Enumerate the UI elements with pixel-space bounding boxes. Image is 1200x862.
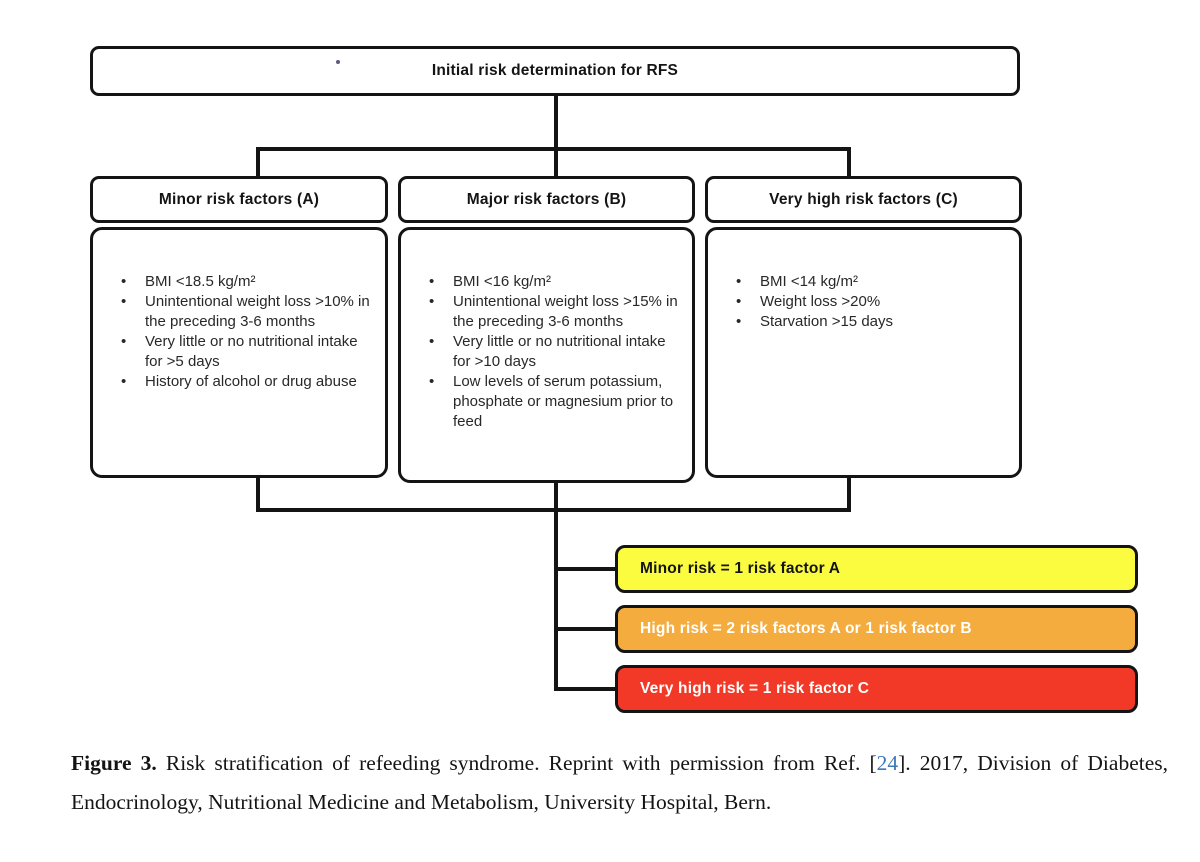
bullet-item: History of alcohol or drug abuse (115, 372, 377, 392)
bullet-item: Very little or no nutritional intake for… (423, 332, 684, 372)
header-label-minor: Minor risk factors (A) (158, 190, 320, 208)
header-node-major-risk: Major risk factors (B) (398, 176, 695, 223)
connector-stub-minor-risk (554, 567, 615, 571)
bullet-item: Weight loss >20% (730, 292, 1011, 312)
bullet-item: Low levels of serum potassium, phosphate… (423, 372, 684, 432)
header-node-very-high-risk: Very high risk factors (C) (705, 176, 1022, 223)
body-node-minor-risk: BMI <18.5 kg/m²Unintentional weight loss… (90, 227, 388, 478)
connector-up-c (847, 478, 851, 512)
body-node-very-high-risk: BMI <14 kg/m²Weight loss >20%Starvation … (705, 227, 1022, 478)
connector-stub-high-risk (554, 627, 615, 631)
connector-drop-a (256, 147, 260, 178)
stray-dot-artifact (336, 60, 340, 64)
bullet-item: Very little or no nutritional intake for… (115, 332, 377, 372)
connector-root-vertical (554, 96, 558, 149)
connector-drop-c (847, 147, 851, 178)
risk-factor-list-very-high: BMI <14 kg/m²Weight loss >20%Starvation … (708, 230, 1019, 332)
root-node-label: Initial risk determination for RFS (431, 62, 679, 79)
header-label-very-high: Very high risk factors (C) (769, 190, 958, 208)
outcome-label-high: High risk = 2 risk factors A or 1 risk f… (640, 620, 972, 637)
outcome-label-minor: Minor risk = 1 risk factor A (640, 560, 841, 577)
risk-factor-list-minor: BMI <18.5 kg/m²Unintentional weight loss… (93, 230, 385, 392)
header-label-major: Major risk factors (B) (466, 190, 627, 208)
figure-caption-text-before-ref: Risk stratification of refeeding syndrom… (156, 751, 877, 775)
bullet-item: BMI <14 kg/m² (730, 272, 1011, 292)
figure-caption-label: Figure 3. (71, 751, 157, 775)
bullet-item: BMI <18.5 kg/m² (115, 272, 377, 292)
bullet-item: BMI <16 kg/m² (423, 272, 684, 292)
figure-caption: Figure 3. Risk stratification of refeedi… (71, 744, 1168, 821)
outcome-label-very-high: Very high risk = 1 risk factor C (640, 680, 870, 697)
outcome-node-high-risk: High risk = 2 risk factors A or 1 risk f… (615, 605, 1138, 653)
outcome-node-very-high-risk: Very high risk = 1 risk factor C (615, 665, 1138, 713)
connector-bottom-horizontal (256, 508, 851, 512)
connector-top-horizontal (256, 147, 851, 151)
connector-drop-b (554, 147, 558, 178)
bullet-item: Unintentional weight loss >15% in the pr… (423, 292, 684, 332)
bullet-item: Starvation >15 days (730, 312, 1011, 332)
connector-stub-very-high-risk (554, 687, 615, 691)
risk-factor-list-major: BMI <16 kg/m²Unintentional weight loss >… (401, 230, 692, 432)
root-node-initial-risk: Initial risk determination for RFS (90, 46, 1020, 96)
bullet-item: Unintentional weight loss >10% in the pr… (115, 292, 377, 332)
figure-caption-text-after-ref: ]. 2017, Division of Diabetes, Endocrino… (71, 751, 1168, 814)
body-node-major-risk: BMI <16 kg/m²Unintentional weight loss >… (398, 227, 695, 483)
reference-link-24[interactable]: 24 (876, 751, 899, 775)
connector-center-vertical (554, 483, 558, 691)
header-node-minor-risk: Minor risk factors (A) (90, 176, 388, 223)
outcome-node-minor-risk: Minor risk = 1 risk factor A (615, 545, 1138, 593)
connector-up-a (256, 478, 260, 512)
